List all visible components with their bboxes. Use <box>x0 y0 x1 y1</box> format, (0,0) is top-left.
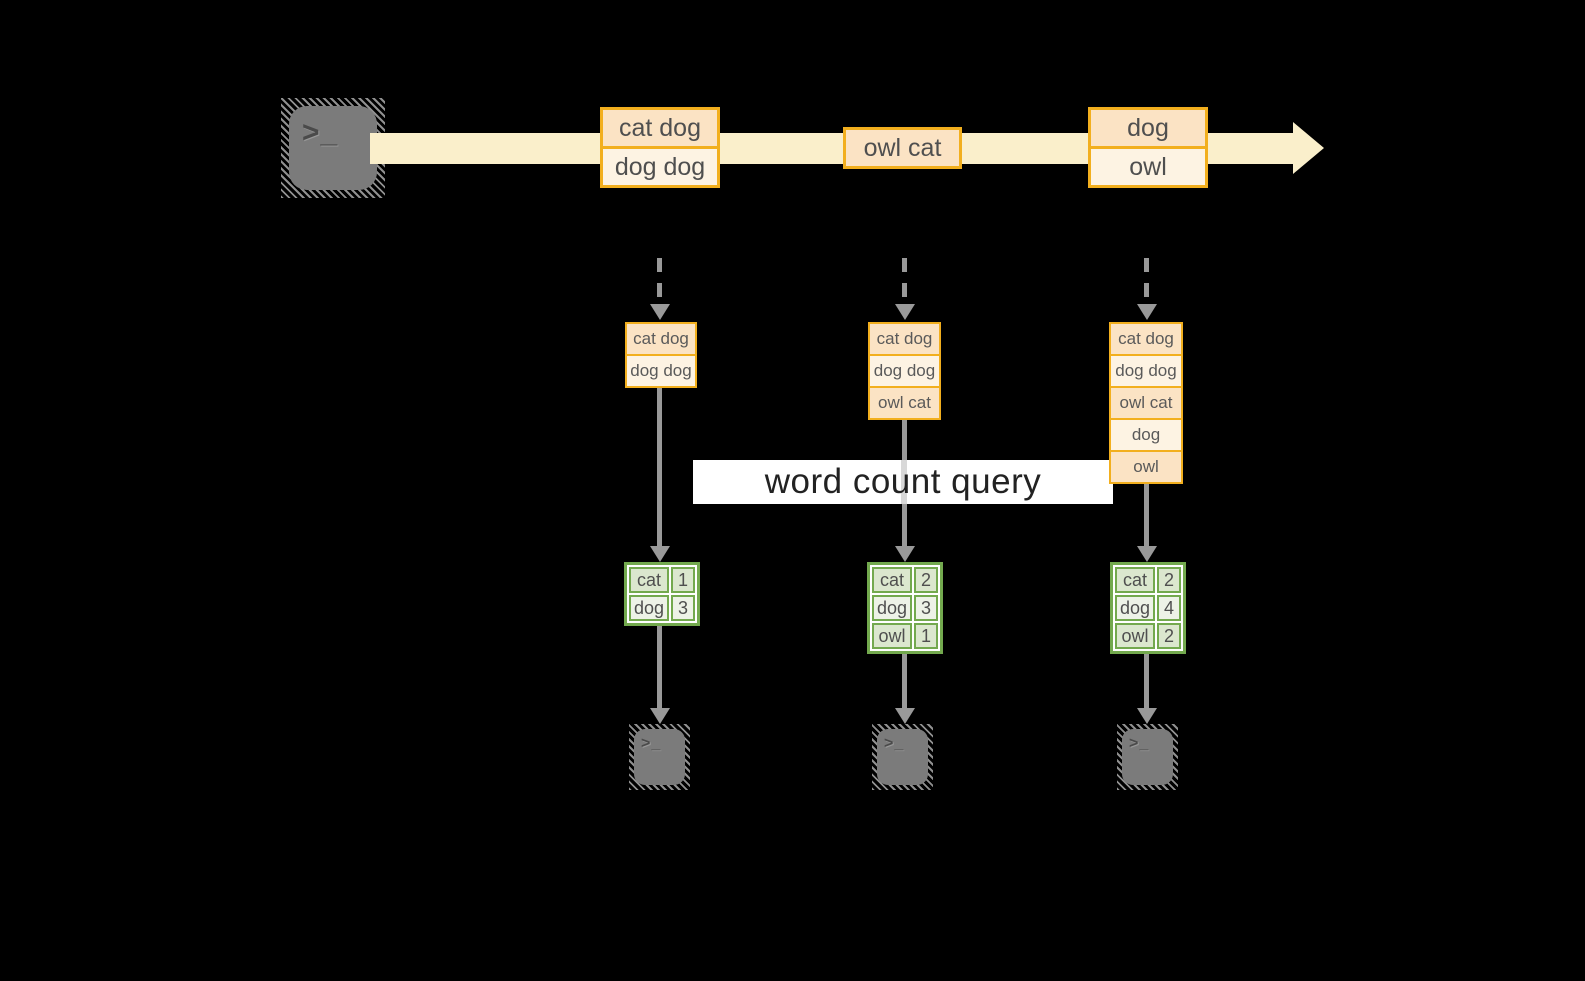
query-arrowhead-icon <box>895 546 915 562</box>
prompt-chevron: > <box>884 735 895 752</box>
count-value-cell: 3 <box>671 595 695 621</box>
count-value-cell: 2 <box>914 567 938 593</box>
sink-arrowhead-icon <box>1137 708 1157 724</box>
sink-arrowhead-icon <box>650 708 670 724</box>
count-table-3: cat 2 dog 4 owl 2 <box>1110 562 1186 654</box>
dashed-arrowhead-icon <box>650 304 670 320</box>
dashed-arrow-shaft <box>657 258 662 304</box>
event-line: cat dog <box>603 110 717 146</box>
sink-terminal-icon-3: >_ <box>1117 724 1178 790</box>
count-table-2: cat 2 dog 3 owl 1 <box>867 562 943 654</box>
terminal-screen: >_ <box>634 729 685 785</box>
dashed-arrow-shaft <box>902 258 907 304</box>
buffer-cell: cat dog <box>1111 324 1181 354</box>
sink-terminal-icon-2: >_ <box>872 724 933 790</box>
prompt-cursor: _ <box>894 735 905 752</box>
arrow-through-banner <box>901 460 907 504</box>
count-value-cell: 1 <box>671 567 695 593</box>
count-table-1: cat 1 dog 3 <box>624 562 700 626</box>
buffer-cell: dog dog <box>1111 354 1181 386</box>
buffer-cell: dog dog <box>627 354 695 386</box>
prompt-chevron: > <box>1129 735 1140 752</box>
buffer-cell: owl cat <box>870 386 939 418</box>
prompt-chevron: > <box>641 735 652 752</box>
buffer-cell: cat dog <box>627 324 695 354</box>
terminal-prompt-icon: >_ <box>877 729 904 752</box>
prompt-cursor: _ <box>651 735 662 752</box>
stream-event-box-3: dog owl <box>1088 107 1208 188</box>
terminal-screen: >_ <box>877 729 928 785</box>
sink-arrow-shaft <box>902 654 907 708</box>
prompt-cursor: _ <box>320 116 339 149</box>
event-line: dog <box>1091 110 1205 146</box>
sink-arrowhead-icon <box>895 708 915 724</box>
sink-terminal-icon-1: >_ <box>629 724 690 790</box>
buffer-cell: owl <box>1111 450 1181 482</box>
prompt-chevron: > <box>302 116 321 149</box>
event-line: owl cat <box>846 130 959 166</box>
buffer-stack-2: cat dog dog dog owl cat <box>868 322 941 420</box>
count-word-cell: dog <box>1115 595 1155 621</box>
stream-event-box-2: owl cat <box>843 127 962 169</box>
sink-arrow-shaft <box>1144 654 1149 708</box>
dashed-arrow-shaft <box>1144 258 1149 304</box>
buffer-cell: dog <box>1111 418 1181 450</box>
count-word-cell: cat <box>629 567 669 593</box>
terminal-prompt-icon: >_ <box>289 106 338 148</box>
count-word-cell: owl <box>872 623 912 649</box>
buffer-cell: owl cat <box>1111 386 1181 418</box>
terminal-screen: >_ <box>1122 729 1173 785</box>
buffer-stack-1: cat dog dog dog <box>625 322 697 388</box>
query-arrowhead-icon <box>650 546 670 562</box>
count-word-cell: owl <box>1115 623 1155 649</box>
count-word-cell: cat <box>1115 567 1155 593</box>
terminal-prompt-icon: >_ <box>634 729 661 752</box>
count-word-cell: cat <box>872 567 912 593</box>
buffer-cell: dog dog <box>870 354 939 386</box>
query-banner: word count query <box>693 460 1113 504</box>
count-value-cell: 3 <box>914 595 938 621</box>
query-arrow-shaft <box>1144 484 1149 546</box>
event-line: owl <box>1091 146 1205 185</box>
dashed-arrowhead-icon <box>1137 304 1157 320</box>
query-arrow-shaft <box>657 388 662 546</box>
query-banner-label: word count query <box>764 462 1042 501</box>
count-value-cell: 2 <box>1157 623 1181 649</box>
count-value-cell: 2 <box>1157 567 1181 593</box>
sink-arrow-shaft <box>657 626 662 708</box>
query-arrowhead-icon <box>1137 546 1157 562</box>
terminal-prompt-icon: >_ <box>1122 729 1149 752</box>
buffer-stack-3: cat dog dog dog owl cat dog owl <box>1109 322 1183 484</box>
count-value-cell: 1 <box>914 623 938 649</box>
source-terminal-icon: >_ <box>281 98 385 198</box>
buffer-cell: cat dog <box>870 324 939 354</box>
stream-arrowhead-icon <box>1293 122 1324 174</box>
count-word-cell: dog <box>872 595 912 621</box>
count-value-cell: 4 <box>1157 595 1181 621</box>
dashed-arrowhead-icon <box>895 304 915 320</box>
count-word-cell: dog <box>629 595 669 621</box>
terminal-screen: >_ <box>289 106 377 190</box>
stream-event-box-1: cat dog dog dog <box>600 107 720 188</box>
event-line: dog dog <box>603 146 717 185</box>
prompt-cursor: _ <box>1139 735 1150 752</box>
